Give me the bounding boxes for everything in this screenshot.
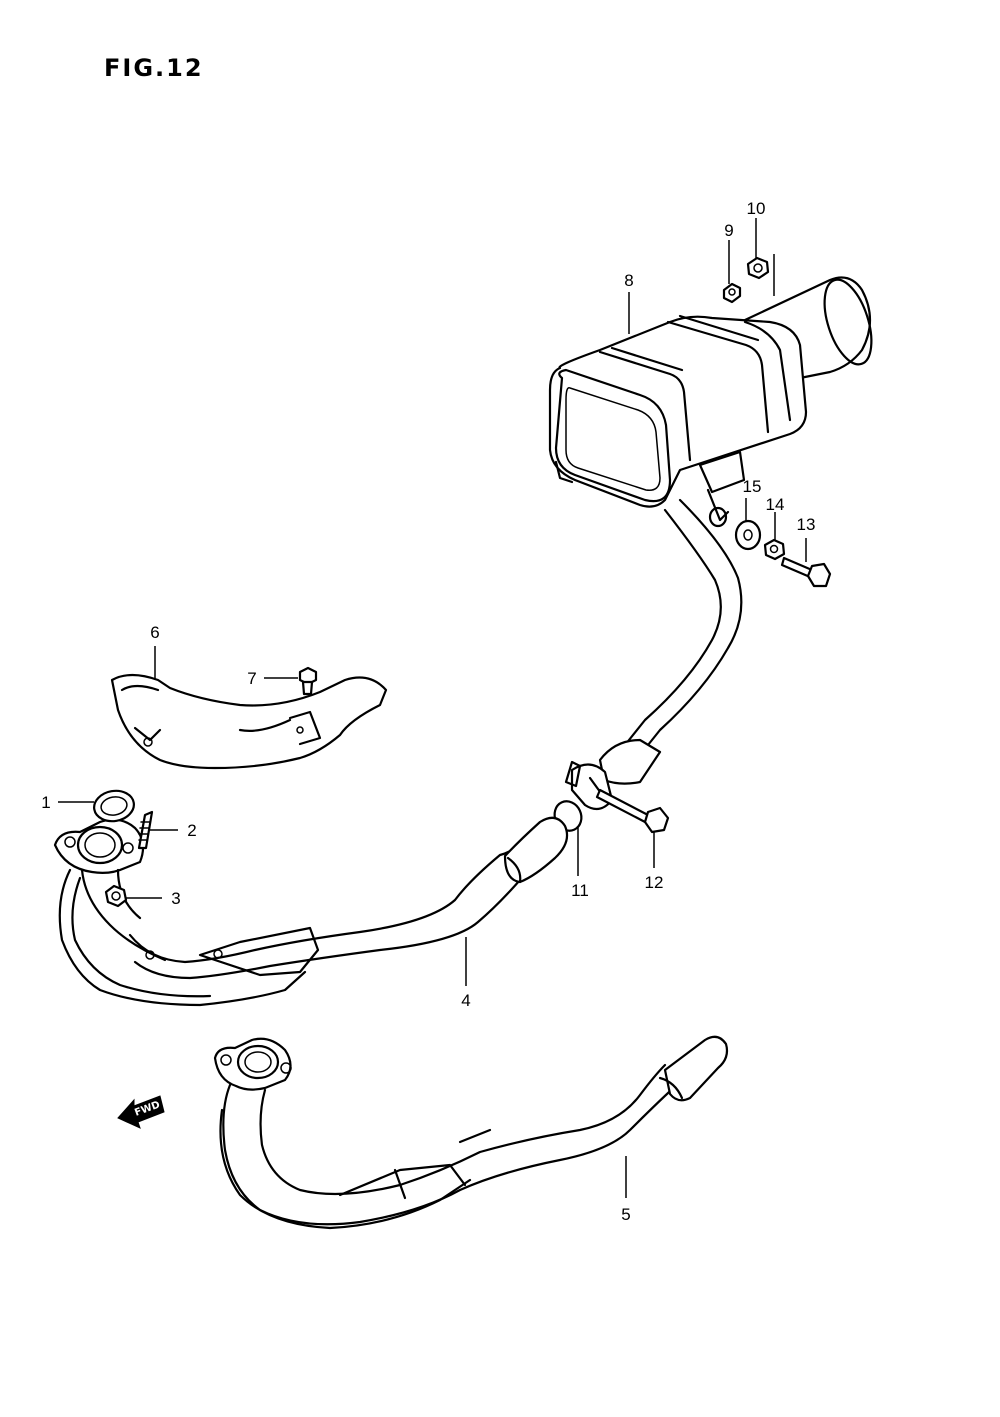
callout-13: 13: [797, 515, 816, 534]
callout-11: 11: [571, 881, 589, 900]
bolt-9: [722, 282, 742, 304]
exhaust-pipe-5: [213, 1035, 729, 1230]
callout-4: 4: [461, 991, 470, 1010]
stud-2: [137, 810, 154, 850]
callout-10: 10: [747, 199, 766, 218]
callout-6: 6: [150, 623, 159, 642]
muffler: [548, 276, 873, 528]
callout-3: 3: [171, 889, 180, 908]
callout-7: 7: [247, 669, 256, 688]
exhaust-pipe-4: [53, 816, 569, 1007]
connector-pipe: [598, 498, 743, 785]
callout-8: 8: [624, 271, 633, 290]
bolt-7: [298, 666, 318, 696]
heat-shield-6: [110, 673, 388, 770]
callout-1: 1: [41, 793, 50, 812]
callout-9: 9: [724, 221, 733, 240]
bolt-12: [595, 788, 670, 834]
fwd-direction-arrow: FWD: [117, 1095, 165, 1129]
washer-15: [734, 519, 762, 551]
nut-14: [763, 538, 786, 561]
callout-2: 2: [187, 821, 196, 840]
callouts: 1 2 3 4 5 6 7 8 9 10 11 12: [41, 199, 815, 1224]
callout-5: 5: [621, 1205, 630, 1224]
nut-3: [104, 884, 128, 908]
bolt-13: [780, 556, 832, 588]
callout-15: 15: [743, 477, 762, 496]
nut-10: [746, 256, 770, 280]
callout-14: 14: [766, 495, 785, 514]
figure-title: FIG.12: [104, 54, 204, 82]
gasket-1: [93, 789, 135, 823]
callout-12: 12: [645, 873, 664, 892]
